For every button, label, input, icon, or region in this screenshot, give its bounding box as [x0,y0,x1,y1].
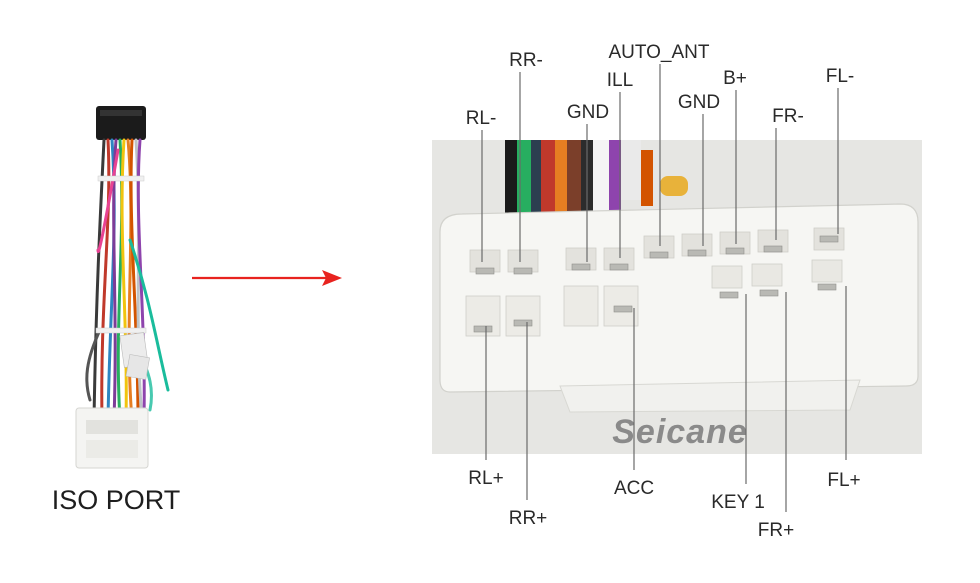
pin-label-rl-plus: RL+ [468,468,503,489]
pointer-arrow [192,270,342,286]
pin-label-gnd-2: GND [678,92,720,113]
wire-bundle [85,138,170,422]
leader-lines [481,64,847,512]
connector-photo: Seicane [432,140,922,454]
pin-label-gnd-1: GND [567,102,609,123]
pin-label-acc: ACC [614,478,654,499]
pin-label-ill: ILL [607,70,633,91]
iso-plug [75,407,149,469]
pin-label-auto-ant: AUTO_ANT [608,42,709,63]
connector-housing [439,203,919,393]
middle-row-cavities [711,259,843,289]
pin-label-rr-plus: RR+ [509,508,548,529]
pin-label-fr-plus: FR+ [758,520,794,541]
harness-illustration [75,106,170,469]
pin-labels-top: RL- RR- GND AUTO_ANT ILL GND B+ FR- FL- [466,42,855,129]
caption-iso-port: ISO PORT [52,485,181,515]
pin-label-rr-minus: RR- [509,50,543,71]
pin-label-key1: KEY 1 [711,492,765,513]
watermark-logo: Seicane [612,413,748,451]
pin-label-fl-plus: FL+ [827,470,860,491]
pin-label-b-plus: B+ [723,68,747,89]
pin-label-fl-minus: FL- [826,66,855,87]
bottom-row-cavities [465,285,639,337]
pin-labels-bottom: RL+ RR+ ACC KEY 1 FR+ FL+ [468,468,860,541]
pin-label-fr-minus: FR- [772,106,804,127]
pin-label-rl-minus: RL- [466,108,497,129]
metal-terminals [473,235,839,333]
